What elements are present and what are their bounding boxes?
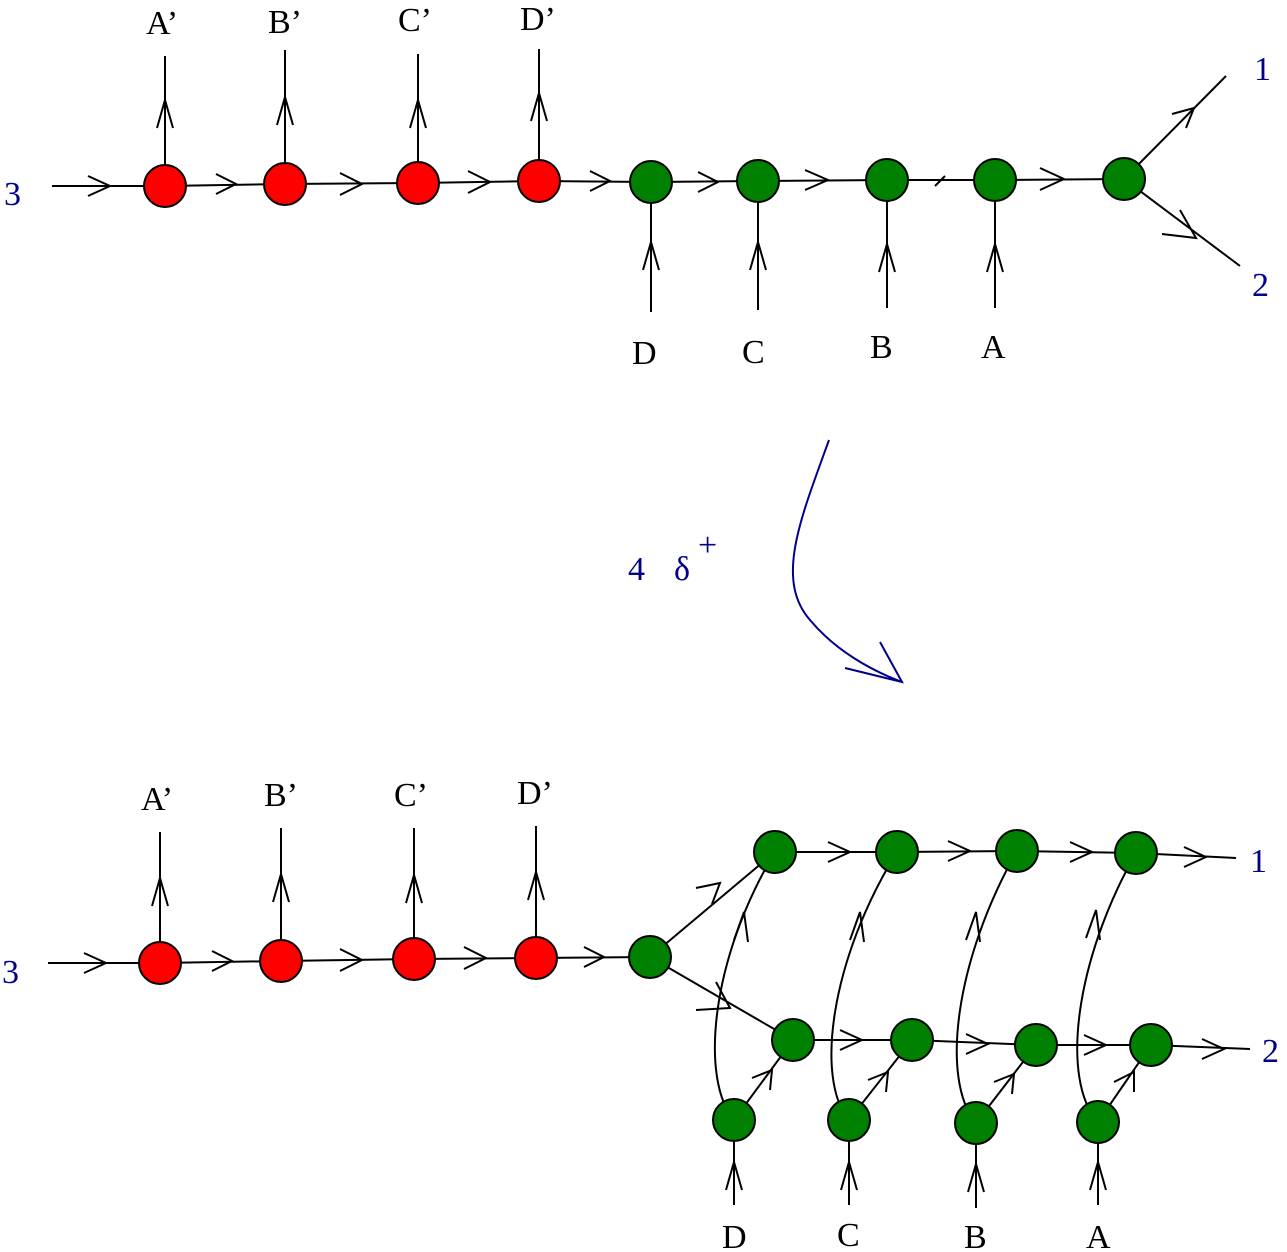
top-label-b-prime: B’ <box>268 4 302 41</box>
top-green-node <box>1102 157 1146 201</box>
bottom-upper-arrows <box>827 840 1209 868</box>
top-incoming-legs <box>642 180 1004 312</box>
bottom-green-node <box>995 829 1039 873</box>
top-label-a-prime: A’ <box>146 5 178 42</box>
operation-superscript: + <box>698 527 717 564</box>
top-output-fork <box>1123 75 1241 267</box>
bottom-leg-3: 3 <box>2 954 19 991</box>
top-label-d-prime: D’ <box>520 1 556 38</box>
top-main-line <box>52 178 1125 187</box>
top-green-node <box>973 158 1017 202</box>
top-red-node <box>517 159 561 203</box>
bottom-green-node <box>1129 1023 1173 1067</box>
top-label-a: A <box>981 329 1006 366</box>
top-red-node <box>263 162 307 206</box>
bottom-red-node <box>392 937 436 981</box>
bottom-label-c-prime: C’ <box>394 777 428 814</box>
bottom-label-c: C <box>837 1217 860 1252</box>
top-green-node <box>736 159 780 203</box>
bottom-label-a: A <box>1086 1219 1111 1252</box>
operation-delta: δ <box>674 551 690 588</box>
top-label-b: B <box>870 329 893 366</box>
top-outgoing-legs <box>156 49 548 186</box>
bottom-green-nodes <box>628 829 1173 1145</box>
bottom-green-node <box>890 1018 934 1062</box>
bottom-label-a-prime: A’ <box>141 781 173 818</box>
bottom-green-node <box>712 1098 756 1142</box>
bottom-green-node <box>1076 1100 1120 1144</box>
top-main-arrows <box>87 167 1067 197</box>
top-label-c: C <box>742 334 765 371</box>
operation-arrow: 4 δ + <box>628 439 904 684</box>
top-label-d: D <box>632 335 657 372</box>
top-leg-2: 2 <box>1252 267 1269 304</box>
bottom-lower-arrows <box>839 1029 1227 1060</box>
bottom-fork <box>649 851 794 1041</box>
bottom-green-node <box>1014 1023 1058 1067</box>
bottom-label-d-prime: D’ <box>517 775 553 812</box>
bottom-green-node <box>628 935 672 979</box>
bottom-green-node <box>753 830 797 874</box>
top-leg-1: 1 <box>1254 51 1271 88</box>
bottom-red-node <box>259 939 303 983</box>
bottom-label-d: D <box>722 1219 747 1252</box>
bottom-green-node <box>1114 831 1158 875</box>
top-red-node <box>143 164 187 208</box>
bottom-label-b-prime: B’ <box>264 777 298 814</box>
bottom-green-node <box>827 1098 871 1142</box>
top-green-nodes <box>629 157 1146 204</box>
top-green-node <box>629 160 673 204</box>
top-red-node <box>396 161 440 205</box>
bottom-incoming-legs <box>725 1120 1107 1208</box>
top-diagram: A’ B’ C’ D’ D C B A 3 1 2 <box>4 1 1271 372</box>
bottom-leg-2: 2 <box>1262 1033 1279 1070</box>
bottom-diagram: A’ B’ C’ D’ D C B A 3 1 2 <box>2 775 1279 1252</box>
bottom-red-node <box>514 936 558 980</box>
bottom-leg-1: 1 <box>1250 843 1267 880</box>
top-green-node <box>865 158 909 202</box>
bottom-red-nodes <box>138 936 558 985</box>
bottom-green-node <box>771 1018 815 1062</box>
operation-multiplier: 4 <box>628 551 645 588</box>
bottom-label-b: B <box>964 1219 987 1252</box>
bottom-outgoing-legs <box>151 826 545 963</box>
bottom-red-node <box>138 941 182 985</box>
top-red-nodes <box>143 159 561 208</box>
top-label-c-prime: C’ <box>398 2 432 39</box>
bottom-main-arrows <box>83 946 607 974</box>
bottom-green-node <box>954 1101 998 1145</box>
bottom-curves <box>713 850 1137 1124</box>
bottom-green-node <box>875 830 919 874</box>
top-leg-3: 3 <box>4 176 21 213</box>
